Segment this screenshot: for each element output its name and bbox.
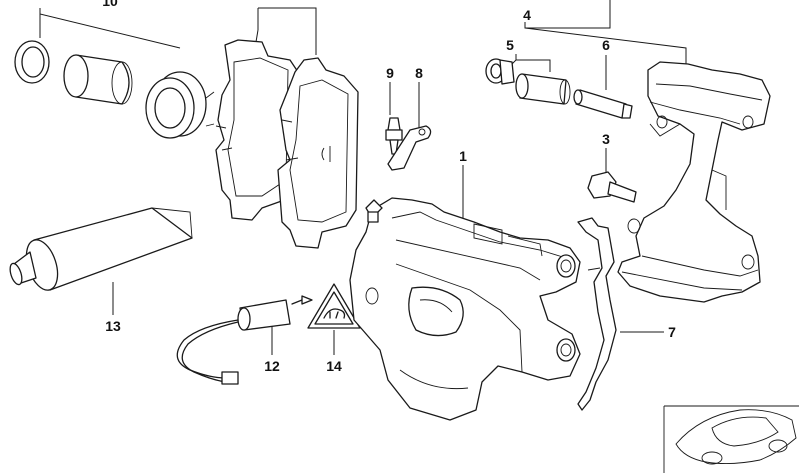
label-12: 12	[264, 358, 280, 374]
label-10: 10	[102, 0, 118, 9]
spring-clip	[577, 217, 617, 411]
warning-label	[307, 283, 361, 329]
brake-pads	[215, 39, 359, 249]
label-13: 13	[105, 318, 121, 334]
piston-seal-kit	[14, 40, 215, 139]
callout-lines	[39, 0, 687, 355]
label-1: 1	[459, 148, 467, 164]
grease-tube	[9, 207, 193, 291]
caliper-bolt	[587, 171, 637, 203]
car-inset	[663, 405, 799, 473]
guide-bushing-and-pin	[485, 58, 633, 119]
label-3: 3	[602, 131, 610, 147]
label-7: 7	[668, 324, 676, 340]
caliper-housing	[349, 197, 581, 421]
label-4: 4	[523, 7, 531, 23]
label-8: 8	[415, 65, 423, 81]
label-14: 14	[326, 358, 342, 374]
bleeder-and-bracket	[385, 117, 432, 171]
caliper-carrier	[617, 61, 771, 303]
label-6: 6	[602, 37, 610, 53]
label-9: 9	[386, 65, 394, 81]
part-labels: 10 4 5 6 9 8 1 3 7 13 12 14	[102, 0, 676, 374]
label-5: 5	[506, 37, 514, 53]
wear-sensor	[176, 295, 313, 385]
